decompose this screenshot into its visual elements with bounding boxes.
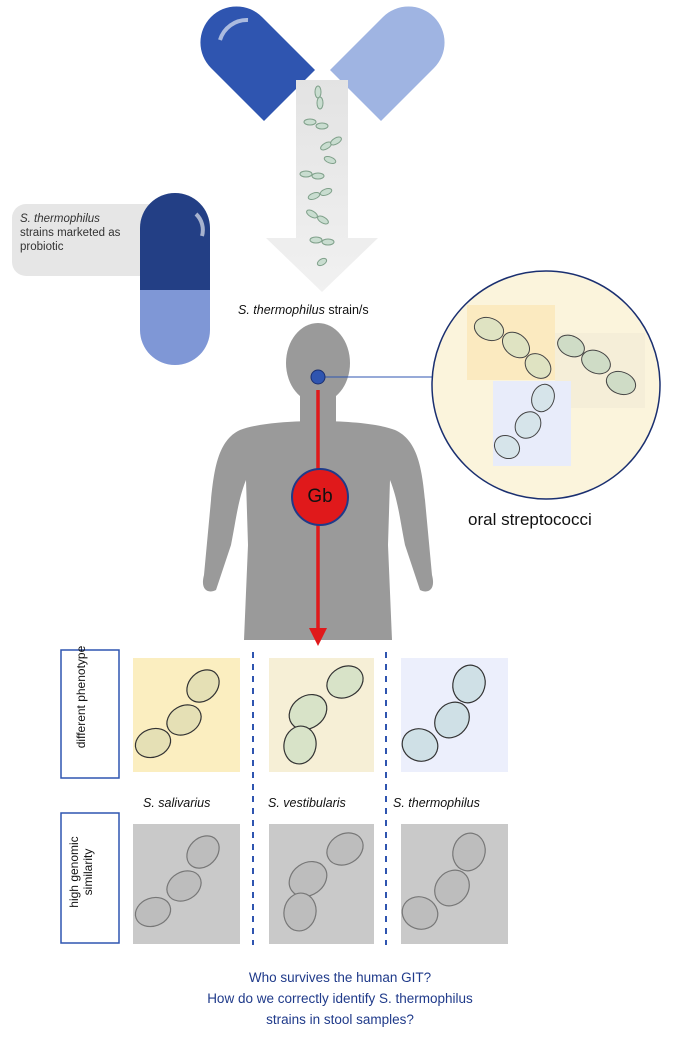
genomic-row-box [60, 812, 120, 944]
question-line: Who survives the human GIT? [248, 970, 432, 985]
vestibularis-phenotype-panel [269, 658, 374, 772]
mouth-marker [310, 369, 326, 385]
probiotic-capsule-label: S. thermophilus strains marketed as prob… [20, 212, 130, 254]
phenotype-row-label: different phenotype [74, 645, 88, 749]
gb-label: Gb [307, 486, 333, 507]
thermophilus-genomic-panel [401, 824, 508, 944]
question-line: strains in stool samples? [266, 1012, 414, 1027]
oral-streptococci-label: oral streptococci [468, 510, 592, 529]
species-salivarius: S. salivarius [143, 796, 211, 810]
probiotic-capsule-icon [140, 193, 210, 365]
salivarius-phenotype-panel [133, 658, 240, 772]
release-arrow [266, 80, 378, 292]
probiotic-description: strains marketed as probiotic [20, 227, 121, 253]
phenotype-row-box [60, 649, 120, 779]
salivarius-genomic-panel [133, 824, 240, 944]
watermark: it.biodep.com [455, 995, 673, 1036]
species-vestibularis: S. vestibularis [268, 796, 346, 810]
question-line: How do we correctly identify S. thermoph… [207, 991, 473, 1006]
gb-marker [291, 468, 349, 526]
strain-suffix: strain/s [324, 303, 369, 317]
thermophilus-phenotype-panel [401, 658, 508, 772]
probiotic-species: S. thermophilus [20, 213, 100, 225]
oral-streptococci-circle [431, 270, 661, 500]
opened-capsule-icon [200, 6, 445, 122]
strain-species: S. thermophilus [238, 303, 325, 317]
vestibularis-genomic-panel [269, 824, 374, 944]
species-thermophilus: S. thermophilus [393, 796, 480, 810]
genomic-row-label: high genomic similarity [67, 836, 95, 908]
research-question: Who survives the human GIT? How do we co… [60, 967, 620, 1030]
probiotic-label-bubble [12, 204, 162, 276]
strain-label: S. thermophilus strain/s [238, 303, 369, 317]
